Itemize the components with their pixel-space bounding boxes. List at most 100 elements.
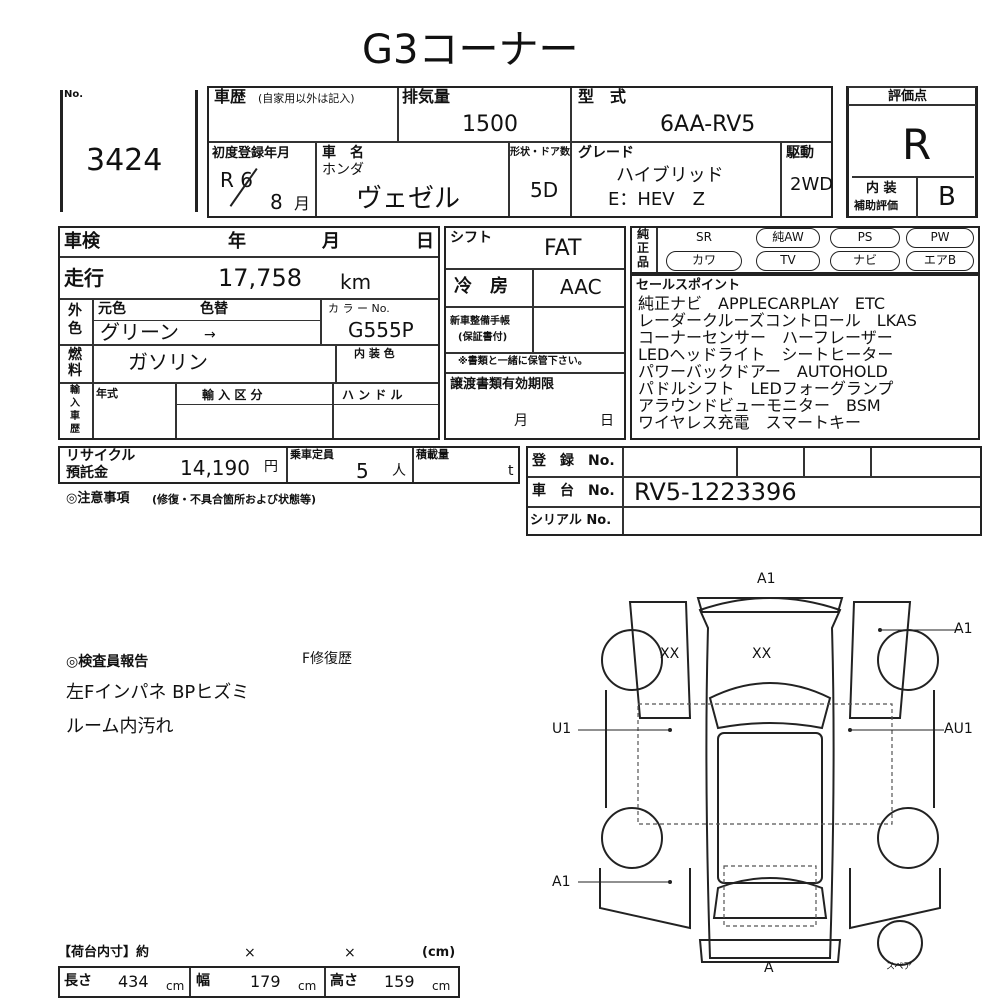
- color-change-label: 色替: [200, 301, 228, 317]
- color-code-label: カ ラ ー No.: [328, 302, 390, 315]
- dims-unit-header: (cm): [422, 945, 456, 960]
- inspector-line: 左Fインパネ BPヒズミ: [66, 682, 250, 703]
- car-diagram: [578, 597, 960, 966]
- manual-label2: (保証書付): [458, 332, 508, 343]
- shaken-day: 日: [416, 231, 434, 252]
- dims-width-unit: cm: [298, 979, 317, 993]
- first-reg-month-unit: 月: [294, 194, 311, 213]
- manual-label1: 新車整備手帳: [450, 316, 510, 327]
- dims-height-value: 159: [384, 972, 415, 991]
- rating-box: [846, 86, 978, 218]
- color-code-value: G555P: [348, 318, 414, 342]
- capacity-value: 5: [356, 459, 369, 483]
- import-kubun-label: 輸 入 区 分: [202, 388, 263, 402]
- caution-label: ◎注意事項: [66, 491, 130, 506]
- color-orig-value: グリーン: [100, 320, 179, 344]
- import-side1: 輸: [70, 385, 80, 396]
- diagram-bottom-label: A: [764, 960, 774, 976]
- color-orig-label: 元色: [98, 301, 126, 317]
- dims-width-label: 幅: [196, 973, 210, 989]
- diagram-hood-left-label: XX: [660, 646, 680, 662]
- mileage-label: 走行: [64, 266, 104, 290]
- rating-value: R: [902, 120, 932, 169]
- diagram-right-front-label: A1: [954, 621, 973, 637]
- sales-points-label: セールスポイント: [636, 278, 741, 293]
- recycle-label1: リサイクル: [66, 448, 136, 464]
- options-side1: 純: [637, 227, 650, 241]
- lot-label: No.: [64, 89, 84, 100]
- ac-label: 冷 房: [454, 276, 508, 297]
- import-side4: 歴: [70, 424, 80, 435]
- dims-x1: ×: [244, 945, 256, 961]
- fuel-side1: 燃: [68, 347, 82, 363]
- shaken-year: 年: [228, 231, 246, 252]
- sales-point: LEDヘッドライト シートヒーター: [638, 345, 894, 364]
- sales-point: アラウンドビューモニター BSM: [638, 396, 881, 415]
- grade-line1: ハイブリッド: [616, 165, 724, 186]
- model-label: 型 式: [578, 87, 627, 106]
- dims-length-value: 434: [118, 972, 149, 991]
- history-note: (自家用以外は記入): [258, 92, 355, 105]
- dims-header: 【荷台内寸】約: [58, 945, 150, 960]
- shift-label: シフト: [450, 230, 492, 246]
- color-side2: 色: [68, 321, 82, 337]
- color-side1: 外: [68, 303, 82, 319]
- shift-value: FAT: [544, 236, 582, 261]
- interior-value: B: [938, 182, 956, 212]
- manual-note: ※書類と一緒に保管下さい。: [458, 356, 588, 367]
- registration-label: 登 録 No.: [532, 453, 615, 469]
- grade-label: グレード: [578, 145, 634, 161]
- doors-label: 形状・ドア数: [510, 147, 570, 158]
- recycle-unit: 円: [264, 459, 278, 475]
- first-reg-month: 8: [270, 190, 283, 214]
- dims-width-value: 179: [250, 972, 281, 991]
- options-box: [630, 226, 980, 274]
- import-handle-label: ハ ン ド ル: [342, 388, 403, 402]
- drive-label: 駆動: [786, 145, 814, 161]
- options-side2: 正: [637, 241, 650, 255]
- option-power-steering: PS: [830, 228, 900, 248]
- displacement-label: 排気量: [402, 87, 451, 106]
- first-reg-label: 初度登録年月: [212, 146, 291, 161]
- capacity-unit: 人: [392, 463, 406, 479]
- chassis-value: RV5-1223396: [634, 478, 797, 506]
- car-name: ヴェゼル: [356, 184, 461, 214]
- dims-length-unit: cm: [166, 979, 185, 993]
- recycle-value: 14,190: [180, 456, 250, 480]
- car-maker: ホンダ: [322, 162, 364, 178]
- diagram-left-rear-label: A1: [552, 874, 571, 890]
- option-leather: カワ: [666, 251, 742, 271]
- import-side2: 入: [70, 398, 80, 409]
- chassis-label: 車 台 No.: [532, 483, 615, 499]
- color-arrow: →: [204, 327, 216, 343]
- inspector-line: ルーム内汚れ: [66, 716, 174, 737]
- shaken-label: 車検: [64, 231, 100, 252]
- sales-point: パドルシフト LEDフォーグランプ: [638, 379, 894, 398]
- recycle-label2: 預託金: [66, 465, 108, 481]
- inspector-repair: F修復歴: [302, 651, 353, 667]
- diagram-spare-label: スペア: [886, 962, 913, 972]
- drive-value: 2WD: [790, 174, 834, 195]
- interior-color-label: 内 装 色: [354, 347, 395, 360]
- rating-label: 評価点: [888, 89, 928, 104]
- history-label: 車歴: [214, 87, 247, 106]
- load-unit: t: [508, 463, 514, 479]
- lot-number: 3424: [86, 143, 163, 178]
- registration-box: [526, 446, 982, 536]
- diagram-hood-center-label: XX: [752, 646, 772, 662]
- mileage-unit: km: [340, 270, 372, 294]
- sales-point: ワイヤレス充電 スマートキー: [638, 413, 862, 432]
- option-navi: ナビ: [830, 251, 900, 271]
- fuel-value: ガソリン: [128, 350, 208, 374]
- sales-point: パワーバックドアー AUTOHOLD: [638, 362, 888, 381]
- transfer-month: 月: [514, 413, 528, 429]
- car-name-label: 車 名: [322, 145, 364, 161]
- option-power-window: PW: [906, 228, 974, 248]
- serial-label: シリアル No.: [530, 513, 612, 528]
- page-title: G3コーナー: [362, 27, 579, 73]
- option-tv: TV: [756, 251, 820, 271]
- import-side3: 車: [70, 411, 80, 422]
- diagram-left-door-label: U1: [552, 721, 572, 737]
- load-label: 積載量: [416, 448, 449, 461]
- option-alloy-wheel: 純AW: [756, 228, 820, 248]
